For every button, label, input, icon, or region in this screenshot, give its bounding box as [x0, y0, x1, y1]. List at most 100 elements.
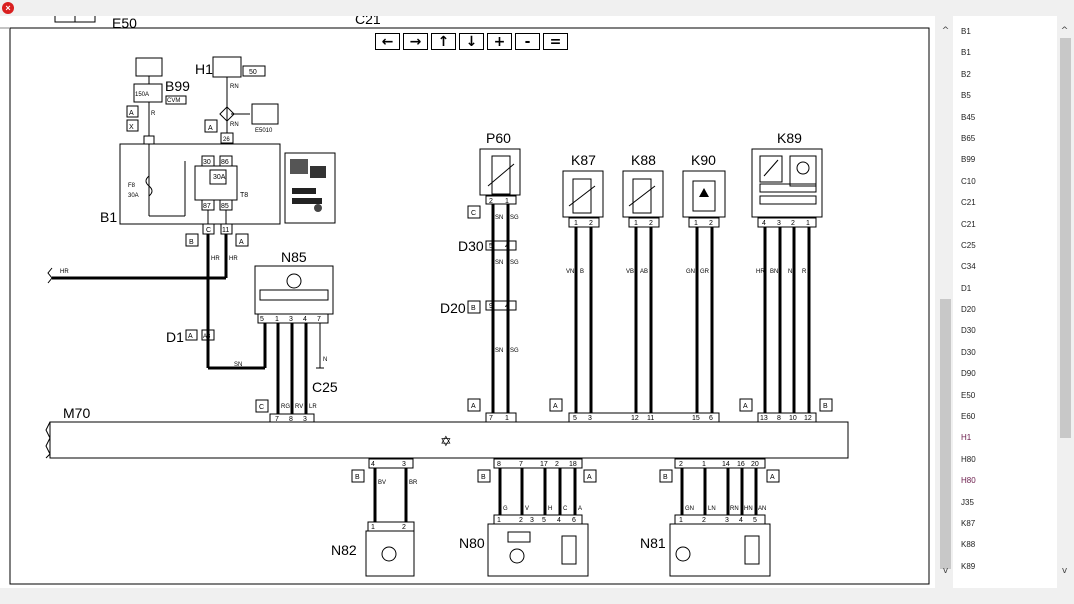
svg-text:SN: SN — [495, 215, 503, 221]
svg-text:85: 85 — [221, 203, 229, 210]
svg-text:BV: BV — [378, 480, 386, 486]
svg-text:11: 11 — [222, 227, 229, 234]
svg-text:GN: GN — [685, 506, 694, 512]
fit-button[interactable]: = — [543, 33, 568, 50]
svg-text:10: 10 — [789, 415, 797, 422]
scroll-down-icon[interactable]: v — [1061, 566, 1068, 576]
label-k87: K87 — [571, 152, 596, 168]
list-item[interactable]: C10 — [961, 176, 976, 186]
svg-text:3: 3 — [725, 517, 729, 524]
list-item[interactable]: E60 — [961, 412, 976, 422]
svg-text:B: B — [663, 474, 668, 481]
close-icon[interactable]: × — [2, 2, 14, 14]
list-item[interactable]: B45 — [961, 112, 976, 122]
diagram-scroll-thumb[interactable] — [940, 299, 951, 569]
list-item[interactable]: C25 — [961, 240, 976, 250]
svg-text:B: B — [481, 474, 486, 481]
svg-text:N: N — [323, 357, 327, 363]
left-arrow-button[interactable]: ← — [375, 33, 400, 50]
svg-text:2: 2 — [519, 517, 523, 524]
label-n85: N85 — [281, 249, 307, 265]
svg-text:50: 50 — [249, 69, 257, 76]
diagram-scrollbar[interactable]: ^ v — [938, 16, 953, 588]
scroll-down-icon[interactable]: v — [942, 566, 949, 576]
svg-text:AN: AN — [758, 506, 766, 512]
svg-text:RV: RV — [295, 404, 303, 410]
svg-text:A: A — [743, 403, 748, 410]
svg-text:1: 1 — [694, 220, 698, 227]
label-n81: N81 — [640, 535, 666, 551]
svg-text:X: X — [129, 124, 134, 131]
svg-text:18: 18 — [569, 461, 577, 468]
svg-text:15: 15 — [692, 415, 700, 422]
label-e50: E50 — [112, 16, 137, 31]
zoom-out-button[interactable]: - — [515, 33, 540, 50]
list-item[interactable]: B5 — [961, 91, 971, 101]
list-scroll-thumb[interactable] — [1060, 38, 1071, 438]
list-item[interactable]: D30 — [961, 326, 976, 336]
list-item[interactable]: E50 — [961, 390, 976, 400]
list-item[interactable]: D90 — [961, 369, 976, 379]
svg-text:2: 2 — [589, 220, 593, 227]
zoom-in-button[interactable]: + — [487, 33, 512, 50]
svg-text:5: 5 — [542, 517, 546, 524]
list-item[interactable]: B1 — [961, 27, 971, 36]
svg-text:7: 7 — [519, 461, 523, 468]
list-item[interactable]: K87 — [961, 518, 976, 528]
status-bar — [0, 588, 1074, 604]
list-item[interactable]: H80 — [961, 476, 976, 486]
list-item[interactable]: J35 — [961, 497, 974, 507]
list-item[interactable]: D30 — [961, 347, 976, 357]
scroll-up-icon[interactable]: ^ — [1060, 26, 1069, 36]
list-item[interactable]: C21 — [961, 219, 976, 229]
svg-text:A: A — [587, 474, 592, 481]
label-h1: H1 — [195, 61, 213, 77]
wiring-diagram: E50 C21 B99 150A CVM A X R H1 50 RN RN E… — [0, 16, 930, 585]
list-item[interactable]: B99 — [961, 155, 976, 165]
list-item[interactable]: B65 — [961, 133, 976, 143]
right-arrow-button[interactable]: → — [403, 33, 428, 50]
list-item[interactable]: D20 — [961, 305, 976, 315]
list-item[interactable]: C21 — [961, 198, 976, 208]
wiring-diagram-canvas[interactable]: E50 C21 B99 150A CVM A X R H1 50 RN RN E… — [0, 16, 935, 588]
svg-text:HR: HR — [756, 269, 765, 275]
list-item[interactable]: D1 — [961, 283, 972, 293]
list-scrollbar[interactable]: ^ v — [1057, 16, 1074, 588]
label-p60: P60 — [486, 130, 511, 146]
list-item[interactable]: K89 — [961, 561, 976, 571]
svg-text:RN: RN — [730, 506, 739, 512]
list-item[interactable]: B2 — [961, 69, 971, 79]
label-c25: C25 — [312, 379, 338, 395]
down-arrow-button[interactable]: ↓ — [459, 33, 484, 50]
scroll-up-icon[interactable]: ^ — [941, 26, 950, 36]
list-item[interactable]: H1 — [961, 433, 972, 443]
svg-text:4: 4 — [762, 220, 766, 227]
svg-text:A: A — [208, 125, 213, 132]
svg-text:B: B — [355, 474, 360, 481]
svg-text:17: 17 — [540, 461, 548, 468]
svg-text:1: 1 — [505, 415, 509, 422]
up-arrow-button[interactable]: ↑ — [431, 33, 456, 50]
list-item[interactable]: B1 — [961, 48, 971, 58]
label-d30: D30 — [458, 238, 484, 254]
svg-text:4: 4 — [557, 517, 561, 524]
label-b99: B99 — [165, 78, 190, 94]
svg-text:E5010: E5010 — [255, 128, 273, 134]
svg-text:BN: BN — [770, 269, 778, 275]
svg-text:11: 11 — [647, 415, 654, 422]
list-item[interactable]: K88 — [961, 540, 976, 550]
svg-text:B: B — [823, 403, 828, 410]
svg-text:6: 6 — [572, 517, 576, 524]
svg-text:12: 12 — [804, 415, 812, 422]
svg-text:2: 2 — [649, 220, 653, 227]
svg-text:4: 4 — [739, 517, 743, 524]
svg-text:5: 5 — [489, 243, 493, 250]
list-item[interactable]: C34 — [961, 262, 976, 272]
svg-text:1: 1 — [806, 220, 810, 227]
svg-text:✡: ✡ — [440, 434, 452, 450]
svg-text:VN: VN — [566, 269, 574, 275]
svg-text:2: 2 — [402, 524, 406, 531]
svg-text:VB: VB — [626, 269, 634, 275]
list-item[interactable]: H80 — [961, 454, 976, 464]
component-list: B1 B1 B2 B5 B45 B65 B99 C10 C21 C21 C25 … — [953, 16, 1057, 588]
